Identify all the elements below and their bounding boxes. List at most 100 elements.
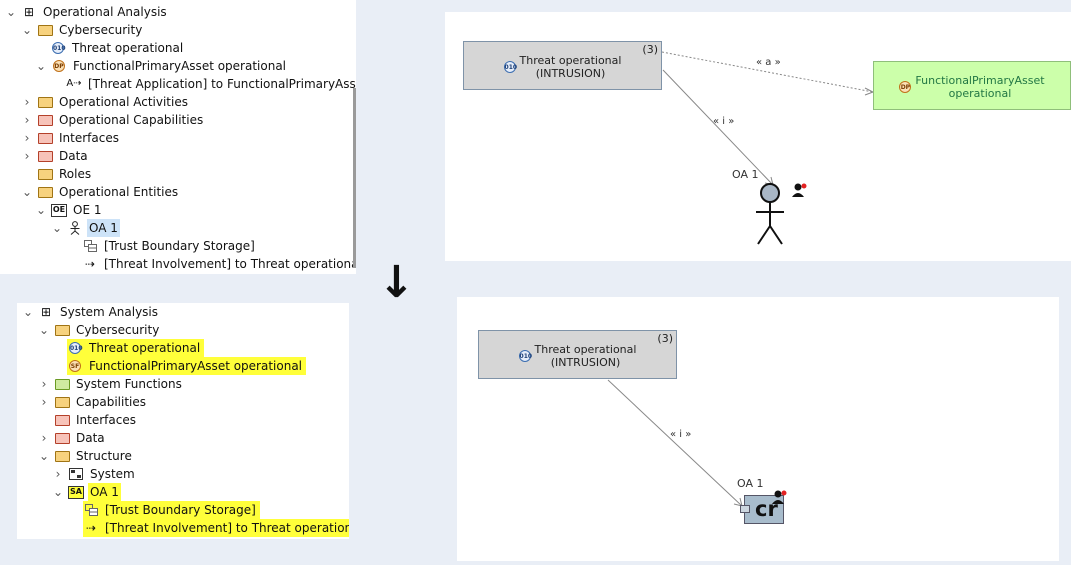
chevron-right-icon[interactable]: ›	[24, 131, 30, 145]
tree-item-label: [Trust Boundary Storage]	[105, 503, 256, 517]
chevron-down-icon[interactable]: ⌄	[38, 323, 50, 337]
threat-node[interactable]: (3) 010 Threat operational (INTRUSION)	[478, 330, 677, 379]
actor-label: OA 1	[732, 168, 759, 181]
tree-item-oa-1[interactable]: ⌄ OA 1	[50, 219, 120, 237]
chevron-down-icon[interactable]: ⌄	[52, 485, 64, 499]
folder-icon	[37, 149, 53, 163]
top-tree-panel: ⌄ ⊞ Operational Analysis ⌄ Cybersecurity…	[0, 0, 356, 274]
tree-item-label: OA 1	[87, 219, 120, 237]
folder-icon	[54, 377, 70, 391]
tree-item-label: [Threat Involvement] to Threat operation…	[104, 257, 356, 271]
component-port-icon	[740, 505, 750, 513]
tree-item-roles[interactable]: Roles	[37, 165, 93, 183]
tree-item-threat-operational[interactable]: 010 Threat operational	[67, 339, 205, 357]
chevron-right-icon[interactable]: ›	[24, 113, 30, 127]
node-subtitle: (INTRUSION)	[550, 356, 621, 369]
tree-item-system-analysis[interactable]: ⌄ ⊞ System Analysis	[21, 303, 160, 321]
tree-item-label: FunctionalPrimaryAsset operational	[73, 59, 287, 73]
tree-item-functional-primary-asset[interactable]: SF FunctionalPrimaryAsset operational	[67, 357, 307, 375]
tree-item-label: Operational Analysis	[43, 5, 167, 19]
folder-open-icon	[37, 185, 53, 199]
tree-item-trust-boundary-storage[interactable]: [Trust Boundary Storage]	[82, 237, 257, 255]
tree-item-data[interactable]: › Data	[20, 147, 90, 165]
node-subtitle: operational	[948, 87, 1012, 100]
tree-item-interfaces[interactable]: Interfaces	[54, 411, 138, 429]
node-title: Threat operational	[534, 343, 637, 356]
edge-label-i: « i »	[713, 116, 735, 127]
grid-icon: ⊞	[23, 5, 35, 19]
tree-item-oe-1[interactable]: ⌄ OE OE 1	[34, 201, 103, 219]
tree-item-system-functions[interactable]: › System Functions	[37, 375, 184, 393]
entity-icon: OE	[51, 203, 67, 217]
asset-icon: SF	[67, 359, 83, 373]
threat-icon: 010	[67, 341, 83, 355]
storage-icon	[83, 503, 99, 517]
node-subtitle: (INTRUSION)	[535, 67, 606, 80]
tree-item-trust-boundary-storage[interactable]: [Trust Boundary Storage]	[83, 501, 260, 519]
tree-item-label: FunctionalPrimaryAsset operational	[89, 359, 303, 373]
edge-involvement[interactable]	[662, 69, 774, 186]
chevron-down-icon[interactable]: ⌄	[51, 221, 63, 235]
tree-item-interfaces[interactable]: › Interfaces	[20, 129, 121, 147]
node-title: FunctionalPrimaryAsset	[915, 74, 1045, 87]
count-label: (3)	[642, 43, 658, 56]
tree-item-capabilities[interactable]: › Capabilities	[37, 393, 148, 411]
folder-icon	[54, 395, 70, 409]
tree-item-system[interactable]: › System	[51, 465, 137, 483]
chevron-down-icon[interactable]: ⌄	[21, 185, 33, 199]
chevron-right-icon[interactable]: ›	[41, 377, 47, 391]
tree-item-operational-activities[interactable]: › Operational Activities	[20, 93, 190, 111]
folder-open-icon	[54, 323, 70, 337]
tree-item-label: Structure	[76, 449, 132, 463]
edge-label-a: « a »	[756, 57, 781, 68]
edge-involvement[interactable]	[607, 379, 743, 507]
chevron-down-icon[interactable]: ⌄	[35, 203, 47, 217]
tree-item-operational-entities[interactable]: ⌄ Operational Entities	[20, 183, 180, 201]
chevron-down-icon[interactable]: ⌄	[22, 305, 34, 319]
chevron-right-icon[interactable]: ›	[55, 467, 61, 481]
tree-item-threat-involvement[interactable]: ⇢ [Threat Involvement] to Threat operati…	[83, 519, 349, 537]
tree-item-data[interactable]: › Data	[37, 429, 107, 447]
tree-item-functional-primary-asset[interactable]: ⌄ DP FunctionalPrimaryAsset operational	[34, 57, 288, 75]
edge-label-i: « i »	[670, 429, 692, 440]
dashed-arrow-icon: ⇢	[85, 521, 97, 535]
tree-item-oa-1[interactable]: ⌄ SA OA 1	[51, 483, 121, 501]
tree-item-cybersecurity[interactable]: ⌄ Cybersecurity	[37, 321, 161, 339]
tree-item-label: Threat operational	[72, 41, 184, 55]
chevron-down-icon[interactable]: ⌄	[5, 5, 17, 19]
tree-item-label: System Analysis	[60, 305, 159, 319]
tree-item-threat-operational[interactable]: 010 Threat operational	[50, 39, 185, 57]
actor-node[interactable]	[751, 182, 791, 246]
asset-node[interactable]: DP FunctionalPrimaryAsset operational	[873, 61, 1071, 110]
tree-item-operational-analysis[interactable]: ⌄ ⊞ Operational Analysis	[4, 3, 169, 21]
threat-node[interactable]: (3) 010 Threat operational (INTRUSION)	[463, 41, 662, 90]
tree-item-label: Capabilities	[76, 395, 146, 409]
folder-icon	[37, 131, 53, 145]
threat-actor-icon	[792, 183, 807, 197]
tree-item-label: Operational Entities	[59, 185, 179, 199]
component-node[interactable]: cr	[740, 495, 784, 524]
system-icon	[68, 467, 84, 481]
tree-item-operational-capabilities[interactable]: › Operational Capabilities	[20, 111, 205, 129]
asset-icon: DP	[51, 59, 67, 73]
chevron-down-icon[interactable]: ⌄	[21, 23, 33, 37]
chevron-right-icon[interactable]: ›	[41, 431, 47, 445]
chevron-down-icon[interactable]: ⌄	[38, 449, 50, 463]
tree-item-threat-involvement[interactable]: ⇢ [Threat Involvement] to Threat operati…	[82, 255, 356, 273]
tree-item-structure[interactable]: ⌄ Structure	[37, 447, 134, 465]
chevron-right-icon[interactable]: ›	[41, 395, 47, 409]
actor-icon	[67, 221, 83, 235]
chevron-down-icon[interactable]: ⌄	[35, 59, 47, 73]
scrollbar[interactable]	[353, 88, 356, 268]
tree-item-cybersecurity[interactable]: ⌄ Cybersecurity	[20, 21, 144, 39]
chevron-right-icon[interactable]: ›	[24, 149, 30, 163]
arrowhead-icon	[864, 87, 875, 96]
chevron-right-icon[interactable]: ›	[24, 95, 30, 109]
folder-icon	[54, 413, 70, 427]
tree-item-threat-application[interactable]: A⇢ [Threat Application] to FunctionalPri…	[66, 75, 356, 93]
folder-icon	[37, 167, 53, 181]
threat-icon: 010	[50, 41, 66, 55]
grid-icon: ⊞	[40, 305, 52, 319]
bottom-diagram-canvas: (3) 010 Threat operational (INTRUSION) «…	[457, 297, 1059, 561]
transformation-arrow-icon: ↓	[378, 257, 415, 308]
